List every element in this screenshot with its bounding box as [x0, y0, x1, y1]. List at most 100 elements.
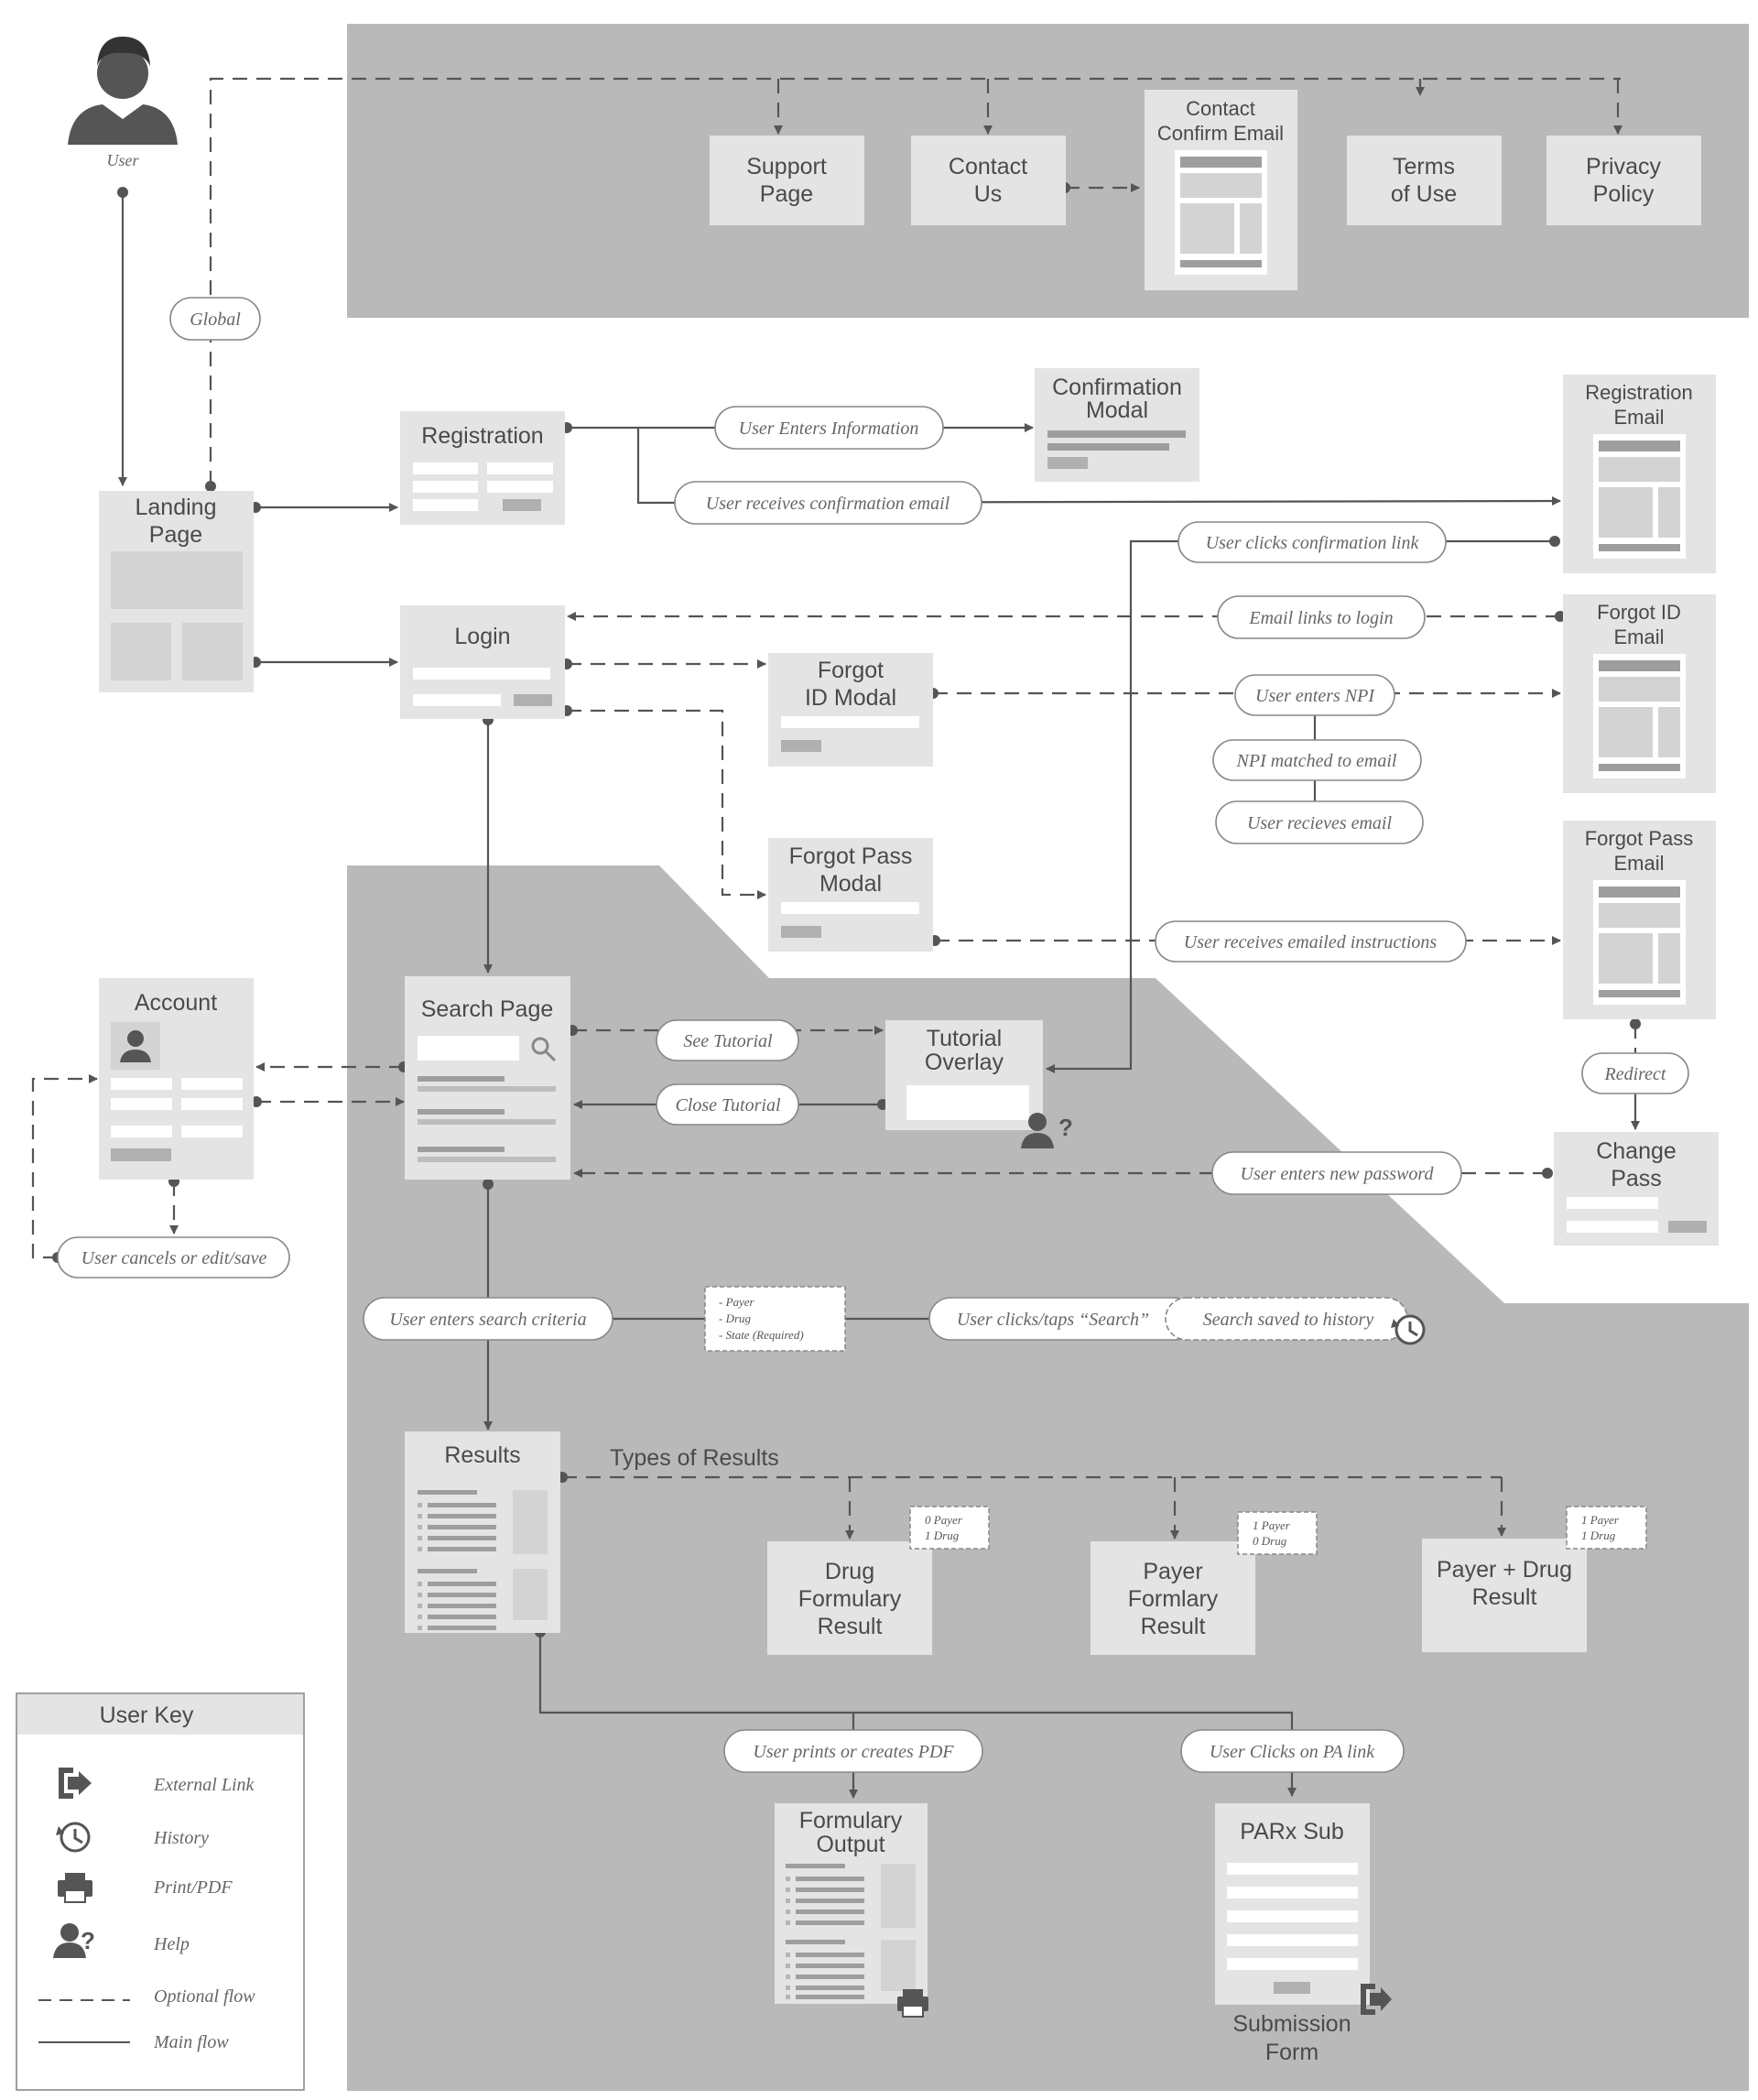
svg-text:User enters NPI: User enters NPI — [1255, 686, 1375, 706]
key-help-icon: ? — [53, 1923, 95, 1958]
list-bullet — [786, 1910, 790, 1914]
pill-user-enters-npi: User enters NPI — [1234, 674, 1395, 716]
contact-confirm-email-node: Contact Confirm Email — [1145, 90, 1297, 290]
list-bullet — [786, 1920, 790, 1925]
svg-text:User enters search criteria: User enters search criteria — [389, 1310, 586, 1330]
svg-text:Forgot Pass: Forgot Pass — [1585, 827, 1694, 850]
svg-text:Drug: Drug — [825, 1559, 874, 1584]
svg-text:Confirmation: Confirmation — [1052, 375, 1182, 400]
svg-text:User recieves email: User recieves email — [1247, 813, 1393, 833]
registration-email-node: Registration Email — [1563, 375, 1716, 573]
svg-text:User receives confirmation ema: User receives confirmation email — [706, 494, 950, 514]
svg-text:0 Payer: 0 Payer — [925, 1513, 963, 1527]
list-line — [796, 1986, 864, 1990]
svg-text:Optional flow: Optional flow — [154, 1986, 255, 2007]
svg-text:User prints or creates PDF: User prints or creates PDF — [753, 1742, 954, 1762]
svg-text:Login: Login — [454, 624, 510, 649]
drug-formulary-note: 0 Payer 1 Drug — [909, 1506, 990, 1550]
list-bullet — [786, 1964, 790, 1968]
list-bullet — [786, 1975, 790, 1979]
account-node: Account — [99, 978, 254, 1180]
search-criteria-note: - Payer - Drug - State (Required) — [704, 1286, 846, 1352]
list-bullet — [786, 1899, 790, 1903]
svg-text:- State (Required): - State (Required) — [719, 1328, 804, 1342]
pill-user-enters-information: User Enters Information — [714, 406, 944, 450]
svg-text:NPI matched to email: NPI matched to email — [1236, 751, 1397, 771]
list-bullet — [786, 1877, 790, 1881]
list-line — [428, 1615, 496, 1619]
formulary-output-node: Formulary Output — [775, 1803, 928, 2004]
print-icon — [897, 1989, 928, 2018]
list-line — [428, 1582, 496, 1586]
support-page-node: Support Page — [710, 136, 864, 225]
global-pill: Global — [169, 297, 261, 341]
list-line — [796, 1899, 864, 1903]
svg-text:- Payer: - Payer — [719, 1295, 755, 1309]
list-line — [428, 1604, 496, 1608]
key-print-icon — [58, 1873, 92, 1903]
svg-text:External Link: External Link — [153, 1775, 255, 1795]
svg-text:Contact: Contact — [949, 154, 1027, 180]
list-bullet — [418, 1626, 422, 1630]
svg-text:?: ? — [81, 1927, 95, 1954]
payer-formulary-note: 1 Payer 0 Drug — [1237, 1511, 1318, 1555]
svg-text:- Drug: - Drug — [719, 1311, 752, 1325]
svg-text:Result: Result — [1472, 1584, 1537, 1610]
pill-user-enters-new-password: User enters new password — [1211, 1151, 1462, 1195]
svg-text:Confirm Email: Confirm Email — [1157, 122, 1284, 145]
svg-text:Page: Page — [760, 181, 813, 207]
svg-text:Redirect: Redirect — [1603, 1064, 1666, 1084]
svg-text:Global: Global — [190, 310, 241, 330]
external-link-icon — [1361, 1984, 1392, 2015]
pill-npi-matched-to-email: NPI matched to email — [1212, 739, 1422, 781]
contact-us-node: Contact Us — [911, 136, 1066, 225]
svg-text:User receives emailed instruct: User receives emailed instructions — [1184, 932, 1438, 952]
svg-text:Close Tutorial: Close Tutorial — [675, 1095, 780, 1115]
svg-text:1 Drug: 1 Drug — [1581, 1529, 1616, 1542]
list-bullet — [418, 1525, 422, 1529]
results-node: Results — [405, 1431, 560, 1633]
history-icon — [1391, 1314, 1426, 1345]
svg-text:Page: Page — [149, 522, 202, 548]
list-bullet — [418, 1514, 422, 1518]
change-pass-node: Change Pass — [1554, 1132, 1719, 1246]
pill-see-tutorial: See Tutorial — [656, 1019, 799, 1061]
list-bullet — [418, 1503, 422, 1507]
svg-text:Tutorial: Tutorial — [927, 1026, 1002, 1051]
svg-text:Modal: Modal — [819, 871, 882, 897]
submission-form-label-1: Submission — [1232, 2011, 1351, 2037]
submission-form-label-2: Form — [1265, 2040, 1318, 2065]
list-bullet — [418, 1593, 422, 1597]
login-node: Login — [400, 605, 565, 719]
pill-user-enters-search-criteria: User enters search criteria — [363, 1297, 613, 1341]
svg-text:Account: Account — [135, 990, 217, 1016]
drug-formulary-result-node: Drug Formulary Result — [767, 1541, 932, 1655]
list-line — [428, 1525, 496, 1529]
parx-sub-node: PARx Sub — [1215, 1803, 1370, 2005]
formulary-output-list-lines — [786, 1877, 864, 1999]
landing-page-node: Landing Page — [99, 491, 254, 692]
svg-text:?: ? — [1058, 1114, 1073, 1141]
user-label: User — [107, 151, 140, 169]
svg-text:Change: Change — [1596, 1138, 1677, 1164]
user-key-title: User Key — [100, 1703, 194, 1728]
svg-text:User clicks confirmation link: User clicks confirmation link — [1206, 533, 1420, 553]
help-icon: ? — [1021, 1113, 1073, 1148]
svg-text:Email: Email — [1613, 406, 1664, 429]
key-history-icon — [56, 1822, 91, 1853]
list-bullet — [786, 1953, 790, 1957]
forgot-id-modal-node: Forgot ID Modal — [768, 653, 933, 767]
pill-email-links-to-login: Email links to login — [1217, 595, 1426, 639]
list-bullet — [786, 1995, 790, 1999]
search-icon — [531, 1037, 557, 1062]
pill-user-receives-confirmation-email: User receives confirmation email — [674, 481, 982, 525]
svg-text:User clicks/taps “Search”: User clicks/taps “Search” — [957, 1310, 1149, 1330]
svg-text:User cancels or edit/save: User cancels or edit/save — [81, 1248, 267, 1268]
svg-text:User enters new password: User enters new password — [1241, 1164, 1435, 1184]
svg-text:1 Drug: 1 Drug — [925, 1529, 960, 1542]
svg-text:Results: Results — [444, 1442, 520, 1468]
svg-text:Policy: Policy — [1593, 181, 1655, 207]
svg-text:Email links to login: Email links to login — [1248, 608, 1393, 628]
list-bullet — [418, 1615, 422, 1619]
svg-text:Formulary: Formulary — [798, 1586, 902, 1612]
